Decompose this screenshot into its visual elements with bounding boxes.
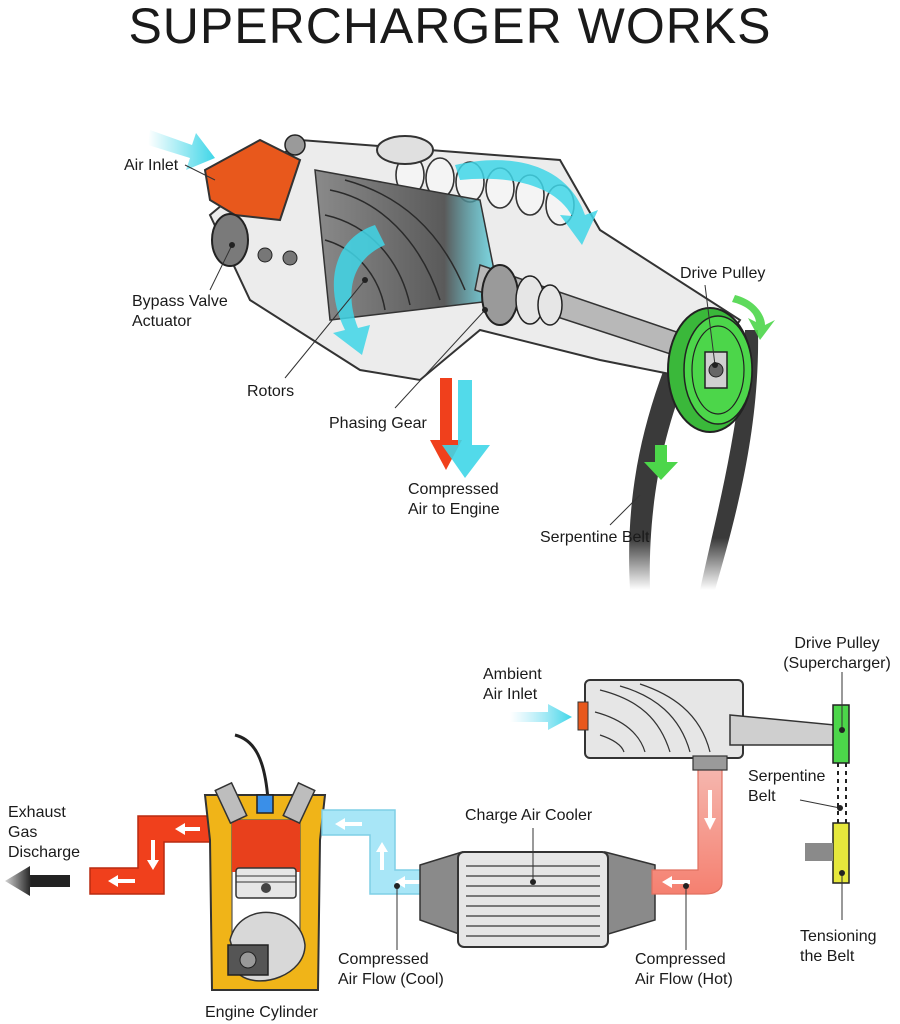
air-inlet-arrow [148, 130, 215, 170]
label-bypass-valve-actuator: Bypass Valve Actuator [132, 293, 228, 330]
system-schematic [5, 672, 850, 991]
serpentine-belt [629, 330, 700, 590]
label-drive-pulley-supercharger: Drive Pulley (Supercharger) [783, 635, 891, 672]
label-compressed-air-cool: Compressed Air Flow (Cool) [338, 951, 444, 988]
label-tensioning-the-belt: Tensioning the Belt [800, 928, 877, 965]
label-engine-cylinder: Engine Cylinder [205, 1004, 318, 1021]
label-compressed-air-to-engine: Compressed Air to Engine [408, 481, 500, 518]
supercharger-schematic [577, 679, 836, 771]
label-compressed-air-hot: Compressed Air Flow (Hot) [635, 951, 733, 988]
label-drive-pulley: Drive Pulley [680, 265, 766, 282]
label-phasing-gear: Phasing Gear [329, 415, 427, 432]
label-air-inlet: Air Inlet [124, 157, 179, 174]
label-serpentine-belt: Serpentine Belt [540, 529, 650, 546]
supercharger-illustration [148, 130, 775, 590]
label-charge-air-cooler: Charge Air Cooler [465, 807, 593, 824]
bypass-valve-actuator [203, 138, 302, 222]
drive-pulley [667, 307, 753, 433]
hot-air-pipe [651, 764, 723, 895]
label-exhaust-gas-discharge: Exhaust Gas Discharge [8, 804, 81, 861]
exhaust-discharge-arrow [5, 866, 70, 896]
label-ambient-air-inlet: Ambient Air Inlet [483, 666, 542, 703]
label-rotors: Rotors [247, 383, 295, 400]
phasing-gear [481, 264, 519, 326]
page-title: SUPERCHARGER WORKS [128, 0, 772, 54]
engine-cylinder-illustration [203, 733, 327, 991]
charge-air-cooler [419, 850, 656, 948]
ambient-air-arrow [510, 704, 572, 730]
drive-pulley-supercharger [832, 704, 850, 764]
label-serpentine-belt-schematic: Serpentine Belt [748, 768, 826, 805]
